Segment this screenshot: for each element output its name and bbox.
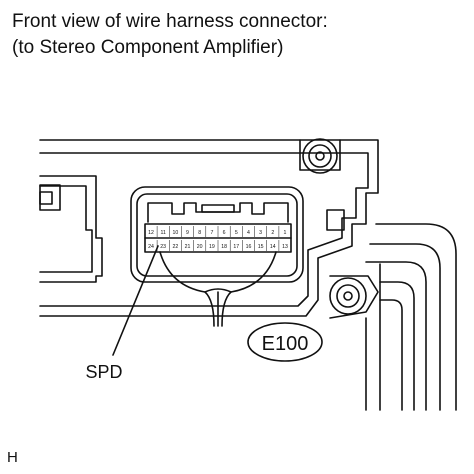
screw-top-ear xyxy=(299,139,341,171)
pin-top-9: 9 xyxy=(186,230,189,236)
connector-latch xyxy=(201,204,235,213)
pin-bottom-23: 23 xyxy=(160,244,166,250)
pin-top-3: 3 xyxy=(259,230,262,236)
housing-outline xyxy=(39,139,379,317)
pin-bottom-15: 15 xyxy=(258,244,264,250)
pin-bottom-16: 16 xyxy=(246,244,252,250)
footer-code: H xyxy=(7,449,18,466)
pin-bottom-17: 17 xyxy=(233,244,239,250)
screw-bottom-inner xyxy=(336,284,360,308)
connector-id-label: E100 xyxy=(262,333,309,355)
pin-top-7: 7 xyxy=(210,230,213,236)
diagram-title-line-1: Front view of wire harness connector: xyxy=(12,11,328,32)
connector-tabs xyxy=(147,202,289,223)
left-slot-inner xyxy=(39,191,53,205)
small-square xyxy=(326,209,345,231)
harness-wire-left xyxy=(159,251,215,327)
diagram-title-line-2: (to Stereo Component Amplifier) xyxy=(12,37,284,58)
pin-top-4: 4 xyxy=(247,230,250,236)
pin-top-6: 6 xyxy=(223,230,226,236)
pin-bottom-21: 21 xyxy=(185,244,191,250)
pin-bottom-24: 24 xyxy=(148,244,154,250)
pin-top-1: 1 xyxy=(284,230,287,236)
pin-top-2: 2 xyxy=(271,230,274,236)
connector-shroud-outer xyxy=(130,186,304,283)
pin-top-10: 10 xyxy=(173,230,179,236)
screw-bottom xyxy=(329,277,367,315)
pin-top-12: 12 xyxy=(148,230,154,236)
spd-leader-line xyxy=(112,245,159,356)
pin-bottom-18: 18 xyxy=(221,244,227,250)
pin-bottom-20: 20 xyxy=(197,244,203,250)
bracket-right-inner-2 xyxy=(379,281,415,411)
pin-top-11: 11 xyxy=(161,230,166,236)
pin-bottom-19: 19 xyxy=(209,244,215,250)
harness-wire-right xyxy=(221,251,277,327)
left-bracket-inner xyxy=(39,185,93,273)
pin-bottom-22: 22 xyxy=(173,244,179,250)
screw-top-inner xyxy=(308,144,332,168)
harness-wire-mid xyxy=(204,288,232,293)
screw-top-center xyxy=(315,151,325,161)
connector-id-ellipse xyxy=(247,322,323,362)
housing-inner-outline xyxy=(39,152,369,307)
pin-top-5: 5 xyxy=(235,230,238,236)
pin-bottom-14: 14 xyxy=(270,244,276,250)
bracket-right-mid xyxy=(369,243,441,411)
bracket-right-outer xyxy=(375,223,457,411)
connector-shroud-inner xyxy=(136,193,298,277)
bracket-right-inner xyxy=(365,261,427,411)
screw-bottom-ear xyxy=(329,275,379,319)
bracket-right-inner-3 xyxy=(379,299,403,411)
screw-top xyxy=(302,138,338,174)
left-slot xyxy=(39,184,61,211)
screw-bottom-center xyxy=(343,291,353,301)
spd-callout-label: SPD xyxy=(85,362,122,382)
left-bracket xyxy=(39,175,103,283)
pin-bottom-13: 13 xyxy=(282,244,288,250)
pin-top-8: 8 xyxy=(198,230,201,236)
